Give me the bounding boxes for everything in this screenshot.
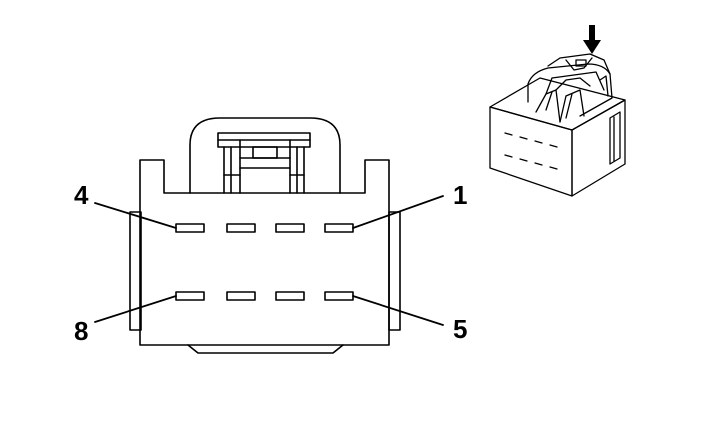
leader-line-1 [352,195,444,229]
connector-body [139,159,390,346]
terminal-slot-7 [226,291,256,301]
pin-label-8: 8 [74,316,88,346]
insertion-arrow-icon [583,25,601,54]
leader-line-5 [352,295,444,326]
right-flange [388,211,401,331]
pin-label-5: 5 [453,314,467,344]
terminal-slot-8 [175,291,205,301]
terminal-slot-4 [175,223,205,233]
terminal-slot-2 [275,223,305,233]
terminal-slots-bottom-row [175,291,354,301]
pin-label-1: 1 [453,180,467,210]
perspective-slots-top [504,132,558,148]
leader-line-8 [94,295,177,323]
terminal-slot-6 [275,291,305,301]
terminal-slot-3 [226,223,256,233]
leader-lines [94,195,444,326]
terminal-slots-top-row [175,223,354,233]
bottom-tab [187,344,344,354]
leader-line-4 [94,202,177,229]
terminal-slot-5 [324,291,354,301]
left-flange [129,211,142,331]
terminal-slot-1 [324,223,354,233]
perspective-slots-bottom [504,154,558,170]
connector-front-view: 4 1 8 5 [74,117,467,354]
pin-label-4: 4 [74,180,89,210]
latch-housing [189,117,341,194]
latch-detail [217,132,311,194]
connector-perspective-icon [489,53,626,197]
